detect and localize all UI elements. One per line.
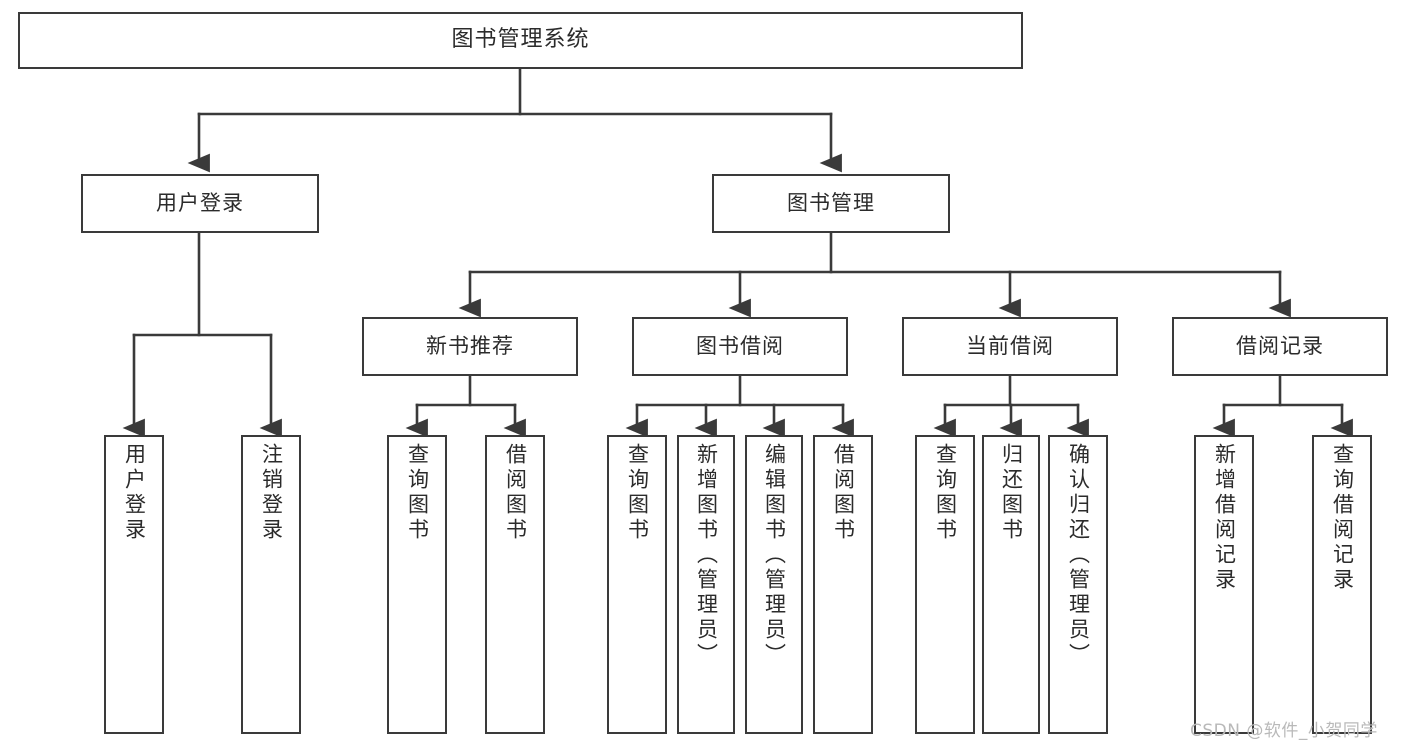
node-label: 确认归还（管理员） xyxy=(1066,443,1091,668)
node-user-login[interactable]: 用户登录 xyxy=(81,174,319,233)
leaf-borrow-query-book[interactable]: 查询图书 xyxy=(607,435,667,734)
leaf-record-query[interactable]: 查询借阅记录 xyxy=(1312,435,1372,734)
leaf-current-confirm-return[interactable]: 确认归还（管理员） xyxy=(1048,435,1108,734)
node-label: 新增借阅记录 xyxy=(1212,443,1237,593)
node-label: 图书管理 xyxy=(787,190,875,215)
leaf-borrow-add-book[interactable]: 新增图书（管理员） xyxy=(677,435,735,734)
node-label: 当前借阅 xyxy=(966,333,1054,358)
leaf-record-add[interactable]: 新增借阅记录 xyxy=(1194,435,1254,734)
node-current-borrow[interactable]: 当前借阅 xyxy=(902,317,1118,376)
node-label: 新增图书（管理员） xyxy=(694,443,719,668)
node-label: 图书管理系统 xyxy=(451,27,590,53)
node-label: 用户登录 xyxy=(122,443,147,543)
node-book-management[interactable]: 图书管理 xyxy=(712,174,950,233)
leaf-user-login-logout[interactable]: 注销登录 xyxy=(241,435,301,734)
node-label: 查询借阅记录 xyxy=(1330,443,1355,593)
leaf-new-book-borrow[interactable]: 借阅图书 xyxy=(485,435,545,734)
node-label: 查询图书 xyxy=(405,443,430,543)
node-label: 编辑图书（管理员） xyxy=(762,443,787,668)
node-borrow-record[interactable]: 借阅记录 xyxy=(1172,317,1388,376)
node-label: 图书借阅 xyxy=(696,333,784,358)
node-label: 新书推荐 xyxy=(426,333,514,358)
node-label: 归还图书 xyxy=(999,443,1024,543)
node-book-borrow[interactable]: 图书借阅 xyxy=(632,317,848,376)
node-root-system[interactable]: 图书管理系统 xyxy=(18,12,1023,69)
node-label: 借阅图书 xyxy=(831,443,856,543)
leaf-current-return-book[interactable]: 归还图书 xyxy=(982,435,1040,734)
node-label: 查询图书 xyxy=(625,443,650,543)
leaf-borrow-borrow-book[interactable]: 借阅图书 xyxy=(813,435,873,734)
node-label: 查询图书 xyxy=(933,443,958,543)
node-new-book-recommend[interactable]: 新书推荐 xyxy=(362,317,578,376)
node-label: 用户登录 xyxy=(156,190,244,215)
leaf-current-query-book[interactable]: 查询图书 xyxy=(915,435,975,734)
node-label: 借阅图书 xyxy=(503,443,528,543)
node-label: 借阅记录 xyxy=(1236,333,1324,358)
leaf-user-login-login[interactable]: 用户登录 xyxy=(104,435,164,734)
leaf-borrow-edit-book[interactable]: 编辑图书（管理员） xyxy=(745,435,803,734)
node-label: 注销登录 xyxy=(259,443,284,543)
leaf-new-book-query[interactable]: 查询图书 xyxy=(387,435,447,734)
